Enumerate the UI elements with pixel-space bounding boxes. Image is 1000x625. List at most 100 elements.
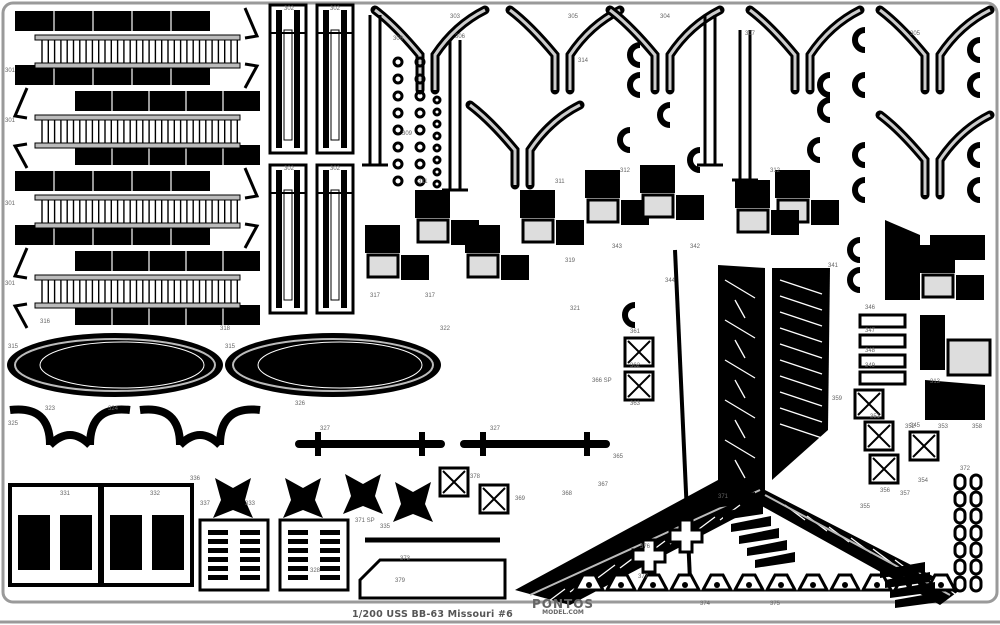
panel-solid — [676, 195, 704, 220]
ring-part-309 — [392, 175, 404, 187]
mast-truss — [779, 295, 823, 311]
wedge-part-371 — [885, 572, 930, 588]
ladder-side-panel — [75, 305, 260, 325]
part-number-label: 369 — [515, 496, 526, 502]
stair-step — [240, 557, 260, 562]
ring-part-309 — [414, 124, 426, 136]
c-clip-part-314 — [967, 142, 981, 168]
box-cross — [482, 487, 506, 511]
part-number-label: 368 — [562, 491, 573, 497]
vertical-ladder-part-302 — [268, 3, 308, 155]
part-number-label: 375 — [770, 601, 781, 607]
crossed-box-part — [863, 420, 895, 452]
boat-interior — [257, 341, 423, 389]
link-part-372 — [969, 473, 983, 491]
ladder-centre — [283, 29, 293, 141]
c-clip-part-314 — [627, 72, 641, 98]
frame-arc — [9, 405, 131, 448]
part-number-label: 325 — [8, 421, 19, 427]
rod-bracket — [480, 432, 486, 456]
ladder-rail — [34, 274, 241, 281]
part-number-label: 351 — [870, 414, 881, 420]
fitting-hole — [746, 582, 752, 588]
mesh-part-313 — [946, 338, 992, 377]
stair-step — [288, 539, 308, 544]
c-clip-part-314 — [852, 72, 866, 98]
crossed-box-part — [623, 370, 655, 402]
ladder-stile — [276, 10, 282, 148]
panel-solid — [811, 200, 839, 225]
box-cross — [857, 392, 881, 416]
fitting-hole — [682, 582, 688, 588]
part-number-label: 337 — [200, 501, 211, 507]
part-number-label: 302 — [284, 166, 295, 172]
part-number-label: 328 — [310, 568, 321, 574]
pole — [697, 15, 723, 167]
part-number-label: 341 — [828, 263, 839, 269]
panel-part-312 — [930, 235, 985, 260]
ring-part-309 — [432, 107, 442, 117]
ring-part-309 — [414, 175, 426, 187]
stair-step — [208, 566, 228, 571]
ladder-stile — [276, 170, 282, 308]
part-number-label: 308 — [393, 36, 404, 42]
y-brace-part — [745, 5, 865, 95]
part-number-label: 367 — [598, 482, 609, 488]
boat-interior — [39, 341, 205, 389]
wedge-part-371 — [880, 562, 925, 578]
stair-step — [240, 575, 260, 580]
ring-part-309 — [432, 155, 442, 165]
ring-part-309 — [414, 73, 426, 85]
part-number-label: 372 — [960, 466, 971, 472]
mesh-panel-part — [735, 180, 799, 235]
stair-step — [208, 530, 228, 535]
ladder-rail — [34, 62, 241, 69]
vertical-ladder-part-302 — [315, 163, 355, 315]
part-number-label: 301 — [5, 201, 16, 207]
link-part-372 — [953, 524, 967, 542]
fitting-hole — [810, 582, 816, 588]
ring-part-309 — [392, 56, 404, 68]
ring-part-309 — [392, 141, 404, 153]
ring-part-309 — [414, 90, 426, 102]
part-number-label: 365 — [613, 454, 624, 460]
part-number-label: 327 — [320, 426, 331, 432]
ring-part-309 — [432, 119, 442, 129]
stair-step — [208, 575, 228, 580]
panel-mesh — [736, 208, 770, 234]
part-number-label: 342 — [690, 244, 701, 250]
ladder-centre — [330, 29, 340, 141]
stair-step — [208, 557, 228, 562]
c-clip-part-314 — [657, 102, 671, 128]
enclosure-door — [110, 515, 142, 570]
link-part-372 — [953, 558, 967, 576]
part-number-label: 358 — [972, 424, 983, 430]
mast-leg — [772, 268, 830, 480]
rod-bracket — [584, 432, 590, 456]
part-number-label: 366 SP — [592, 378, 612, 384]
part-number-label: 362 — [630, 363, 641, 369]
part-number-label: 301 — [5, 68, 16, 74]
vertical-ladder-part-302 — [268, 163, 308, 315]
stair-step — [288, 575, 308, 580]
wedge-part-371 — [755, 552, 795, 568]
mast-truss — [779, 343, 823, 359]
panel-mesh — [921, 273, 955, 299]
mast-truss — [724, 279, 756, 299]
panel-part-313 — [925, 380, 985, 420]
part-number-label: 363 — [630, 401, 641, 407]
link-part-372 — [953, 541, 967, 559]
stair-step — [320, 530, 340, 535]
part-number-label: 374 — [700, 601, 711, 607]
part-number-label: 373 — [400, 556, 411, 562]
part-number-label: 353 — [938, 424, 949, 430]
ladder-side-panel — [15, 65, 210, 85]
y-brace-part — [875, 5, 995, 95]
panel-solid — [520, 190, 555, 218]
part-number-label: 322 — [440, 326, 451, 332]
part-number-label: 379 — [395, 578, 406, 584]
part-number-label: 311 — [555, 179, 565, 185]
part-number-label: 314 — [578, 58, 589, 64]
stair-step — [320, 566, 340, 571]
